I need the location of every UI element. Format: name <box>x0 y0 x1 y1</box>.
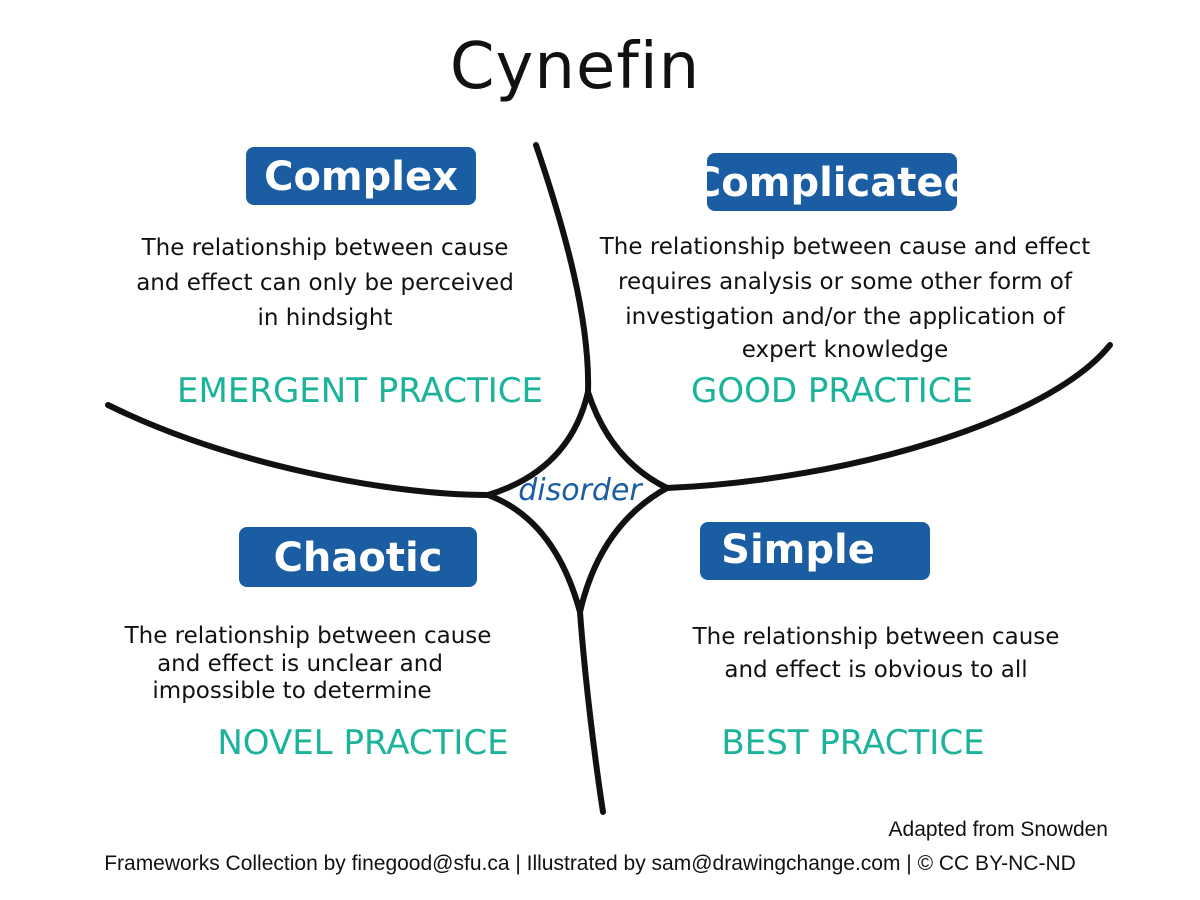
domain-simple: Simple The relationship between cause an… <box>692 522 1060 763</box>
complex-title: Complex <box>264 154 458 200</box>
chaotic-practice: NOVEL PRACTICE <box>217 723 508 763</box>
domain-complex: Complex The relationship between cause a… <box>136 147 543 411</box>
complex-practice: EMERGENT PRACTICE <box>177 371 543 411</box>
boundary-bottom <box>577 609 606 815</box>
simple-title: Simple <box>721 527 875 573</box>
simple-description-line: The relationship between cause <box>692 624 1060 650</box>
complex-description-line: in hindsight <box>258 305 393 331</box>
complex-description-line: The relationship between cause <box>141 235 509 261</box>
disorder-region <box>485 389 670 615</box>
footer-credit: Frameworks Collection by finegood@sfu.ca… <box>104 852 1076 875</box>
adapted-credit: Adapted from Snowden <box>889 818 1108 841</box>
domain-boundaries <box>105 142 1113 815</box>
complicated-description-line: requires analysis or some other form of <box>618 269 1073 295</box>
domain-chaotic: Chaotic The relationship between cause a… <box>124 527 509 763</box>
disorder-label: disorder <box>518 473 643 508</box>
chaotic-title: Chaotic <box>274 535 443 581</box>
domain-complicated: Complicated The relationship between cau… <box>599 153 1091 411</box>
complex-badge <box>246 147 476 205</box>
complicated-badge <box>707 153 957 211</box>
simple-badge <box>700 522 930 580</box>
complicated-description-line: expert knowledge <box>742 337 949 363</box>
chaotic-description-line: impossible to determine <box>152 678 431 704</box>
simple-description-line: and effect is obvious to all <box>724 657 1027 683</box>
complicated-practice: GOOD PRACTICE <box>691 371 973 411</box>
chaotic-description-line: The relationship between cause <box>124 623 492 649</box>
complicated-description-line: The relationship between cause and effec… <box>599 234 1091 260</box>
chaotic-description-line: and effect is unclear and <box>157 651 443 677</box>
simple-practice: BEST PRACTICE <box>721 723 984 763</box>
chaotic-badge <box>239 527 477 587</box>
boundary-top <box>533 142 592 395</box>
boundary-left <box>105 402 491 498</box>
complex-description-line: and effect can only be perceived <box>136 270 514 296</box>
boundary-right <box>664 342 1113 491</box>
page-title: Cynefin <box>450 30 700 104</box>
complicated-title: Complicated <box>692 160 972 206</box>
complicated-description-line: investigation and/or the application of <box>625 304 1065 330</box>
